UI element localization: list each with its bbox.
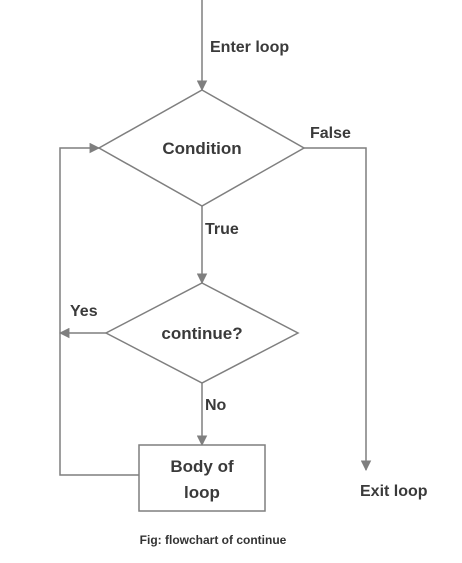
false-label: False [310,125,351,142]
body-of-loop-label-line1: Body of [170,457,234,476]
continue-diamond [104,282,300,384]
body-of-loop-label-line2: loop [184,483,220,502]
figure-caption: Fig: flowchart of continue [140,533,287,547]
true-label: True [205,221,239,238]
exit-loop-label: Exit loop [360,483,428,500]
yes-label: Yes [70,303,98,320]
loop-back-arrow [59,142,139,476]
continue-label: continue? [161,324,242,343]
body-of-loop-box [138,444,266,512]
condition-label: Condition [162,139,241,158]
condition-diamond [97,89,306,207]
enter-loop-label: Enter loop [210,39,289,56]
no-label: No [205,397,227,414]
false-branch-arrow [304,147,372,472]
